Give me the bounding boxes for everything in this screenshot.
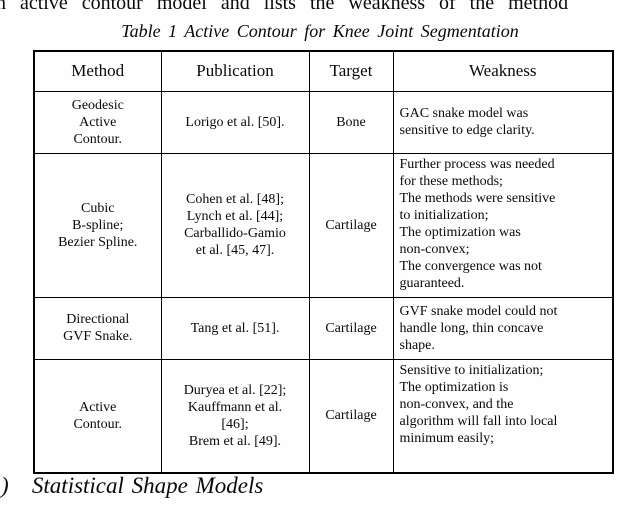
table-caption: Table 1 Active Contour for Knee Joint Se… xyxy=(121,21,519,41)
method-cell: Active Contour. xyxy=(33,358,162,474)
target-cell: Cartilage xyxy=(308,296,394,360)
weakness-cell: GAC snake model was sensitive to edge cl… xyxy=(392,90,614,154)
publication-cell: Tang et al. [51]. xyxy=(160,296,310,360)
body-text-fragment: n active contour model and lists the wea… xyxy=(0,0,569,14)
publication-cell: Cohen et al. [48]; Lynch et al. [44]; Ca… xyxy=(160,152,310,298)
table-row-active-contour: Active Contour. Duryea et al. [22]; Kauf… xyxy=(33,358,614,474)
header-row: Method Publication Target Weakness xyxy=(33,50,614,92)
table-row-gvf: Directional GVF Snake. Tang et al. [51].… xyxy=(33,296,614,360)
weakness-cell: Sensitive to initialization; The optimiz… xyxy=(392,358,614,474)
col-header-publication: Publication xyxy=(160,50,310,92)
table-row-geodesic: Geodesic Active Contour. Lorigo et al. [… xyxy=(33,90,614,154)
weakness-cell: Further process was needed for these met… xyxy=(392,152,614,298)
method-cell: Cubic B-spline; Bezier Spline. xyxy=(33,152,162,298)
section-heading: ) Statistical Shape Models xyxy=(1,473,264,498)
method-cell: Geodesic Active Contour. xyxy=(33,90,162,154)
target-cell: Cartilage xyxy=(308,152,394,298)
col-header-method: Method xyxy=(33,50,162,92)
table-row-spline: Cubic B-spline; Bezier Spline. Cohen et … xyxy=(33,152,614,298)
method-cell: Directional GVF Snake. xyxy=(33,296,162,360)
active-contour-table: Method Publication Target Weakness Geode… xyxy=(33,50,614,474)
col-header-weakness: Weakness xyxy=(392,50,614,92)
publication-cell: Lorigo et al. [50]. xyxy=(160,90,310,154)
col-header-target: Target xyxy=(308,50,394,92)
target-cell: Cartilage xyxy=(308,358,394,474)
weakness-cell: GVF snake model could not handle long, t… xyxy=(392,296,614,360)
target-cell: Bone xyxy=(308,90,394,154)
publication-cell: Duryea et al. [22]; Kauffmann et al. [46… xyxy=(160,358,310,474)
